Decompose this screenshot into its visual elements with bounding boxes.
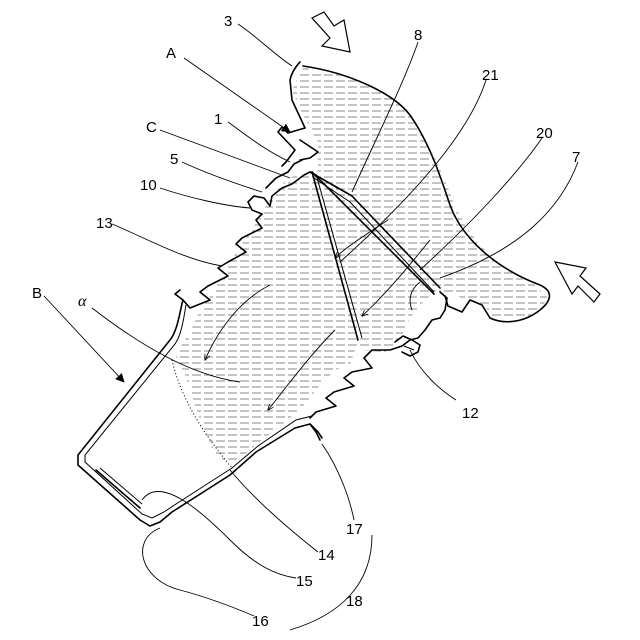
label-15: 15 bbox=[296, 573, 313, 590]
leader-12 bbox=[410, 350, 456, 400]
leader-10 bbox=[160, 188, 250, 208]
leader-14 bbox=[230, 470, 318, 552]
leader-17 bbox=[322, 444, 354, 520]
leader-15 bbox=[142, 491, 296, 578]
label-8: 8 bbox=[414, 27, 422, 44]
seal-12-tab bbox=[404, 346, 414, 350]
label-14: 14 bbox=[318, 547, 335, 564]
tab-17 bbox=[310, 424, 322, 438]
label-20: 20 bbox=[536, 125, 553, 142]
leader-3 bbox=[238, 24, 292, 66]
label-18: 18 bbox=[346, 593, 363, 610]
label-alpha: α bbox=[78, 293, 87, 310]
label-10: 10 bbox=[140, 177, 157, 194]
inflow-arrow-right bbox=[555, 262, 600, 302]
label-1: 1 bbox=[214, 111, 222, 128]
label-5: 5 bbox=[170, 151, 178, 168]
inflow-arrow-top bbox=[312, 12, 350, 52]
bottom-plate-15-inner bbox=[100, 468, 142, 504]
housing-inner-wall bbox=[300, 140, 318, 160]
label-C: C bbox=[146, 119, 157, 136]
leader-16 bbox=[143, 528, 254, 616]
label-21: 21 bbox=[482, 67, 499, 84]
leader-13 bbox=[112, 224, 222, 266]
label-3: 3 bbox=[224, 13, 232, 30]
leader-C bbox=[160, 130, 290, 178]
leader-A bbox=[184, 58, 290, 132]
bottom-plate-15 bbox=[96, 470, 140, 508]
label-17: 17 bbox=[346, 521, 363, 538]
label-16: 16 bbox=[252, 613, 269, 630]
label-7: 7 bbox=[572, 149, 580, 166]
label-13: 13 bbox=[96, 215, 113, 232]
leader-5 bbox=[182, 162, 262, 192]
label-B: B bbox=[32, 285, 42, 302]
label-12: 12 bbox=[462, 405, 479, 422]
label-A: A bbox=[166, 45, 176, 62]
